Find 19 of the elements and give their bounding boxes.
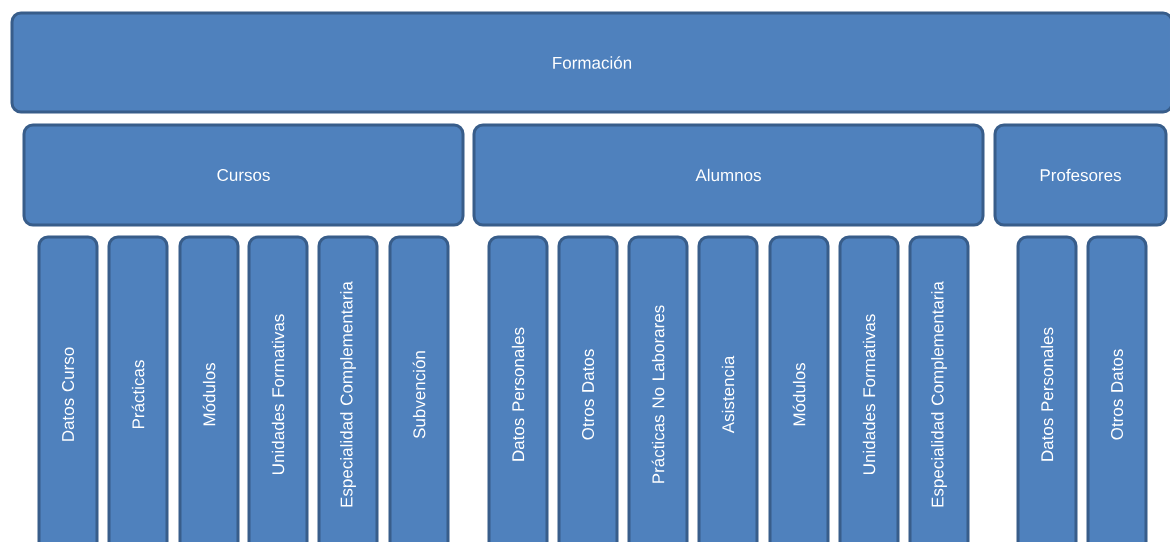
column-box: Subvención xyxy=(388,235,450,542)
column-box: Especialidad Complementaria xyxy=(908,235,970,542)
column-box: Datos Personales xyxy=(487,235,549,542)
column-box: Asistencia xyxy=(697,235,759,542)
category-box: Profesores xyxy=(993,123,1168,227)
column-box: Unidades Formativas xyxy=(838,235,900,542)
column-box: Prácticas xyxy=(107,235,169,542)
column-box: Prácticas No Laborares xyxy=(627,235,689,542)
category-box: Cursos xyxy=(22,123,465,227)
column-box: Especialidad Complementaria xyxy=(317,235,379,542)
column-box: Otros Datos xyxy=(1086,235,1148,542)
column-box: Módulos xyxy=(768,235,830,542)
column-box: Unidades Formativas xyxy=(247,235,309,542)
category-box: Alumnos xyxy=(472,123,985,227)
column-box: Datos Curso xyxy=(37,235,99,542)
column-box: Datos Personales xyxy=(1016,235,1078,542)
column-box: Otros Datos xyxy=(557,235,619,542)
category-box: Formación xyxy=(10,11,1170,114)
column-box: Módulos xyxy=(178,235,240,542)
